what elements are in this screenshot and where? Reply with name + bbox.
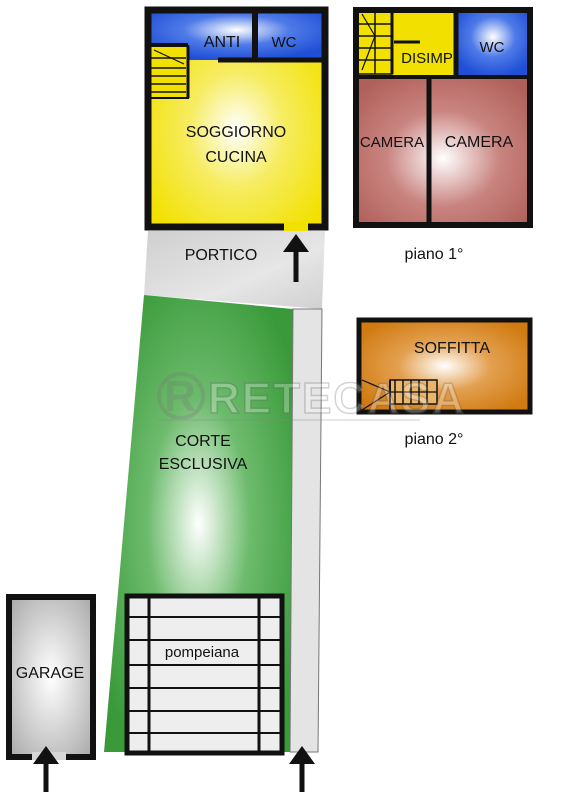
label-camera-right: CAMERA xyxy=(445,134,514,151)
ground-floor-outer-wall xyxy=(144,6,329,231)
watermark-logo-icon xyxy=(157,372,205,420)
staircase-second xyxy=(361,379,438,411)
watermark-brand: RETECASA xyxy=(208,374,466,423)
label-camera-left: CAMERA xyxy=(360,134,424,151)
label-corte: CORTE xyxy=(175,433,231,450)
label-wc-first: WC xyxy=(480,39,505,56)
first-floor-outer-wall xyxy=(353,7,533,228)
label-cucina: CUCINA xyxy=(205,149,267,166)
label-soggiorno: SOGGIORNO xyxy=(186,124,286,141)
label-soffitta: SOFFITTA xyxy=(414,340,490,357)
watermark-logo-letter: R xyxy=(164,372,198,421)
garage-entrance-arrow-icon xyxy=(33,746,59,792)
label-esclusiva: ESCLUSIVA xyxy=(159,456,248,473)
first-floor-house xyxy=(353,7,533,228)
label-pompeiana: pompeiana xyxy=(165,644,240,661)
entrance-arrow-icon xyxy=(283,234,309,282)
staircase-first xyxy=(357,11,394,75)
label-wc-ground: WC xyxy=(272,34,297,51)
label-garage: GARAGE xyxy=(16,665,84,682)
label-disimp: DISIMP xyxy=(401,50,453,67)
side-entrance-arrow-icon xyxy=(289,746,315,792)
retecasa-watermark: R RETECASA xyxy=(157,372,466,424)
door-opening xyxy=(284,222,308,231)
camera-rooms xyxy=(356,77,530,225)
pompeiana-pergola xyxy=(124,593,285,756)
ground-floor-house xyxy=(144,6,329,231)
staircase-ground xyxy=(149,45,190,99)
label-portico: PORTICO xyxy=(185,247,258,264)
wc-first-floor xyxy=(456,10,530,77)
label-piano-1: piano 1° xyxy=(405,246,464,263)
portico-area xyxy=(144,231,325,309)
label-anti: ANTI xyxy=(204,34,240,51)
side-path xyxy=(289,308,323,753)
second-floor-house xyxy=(356,317,533,415)
label-piano-2: piano 2° xyxy=(405,431,464,448)
soffitta-room xyxy=(356,317,533,415)
